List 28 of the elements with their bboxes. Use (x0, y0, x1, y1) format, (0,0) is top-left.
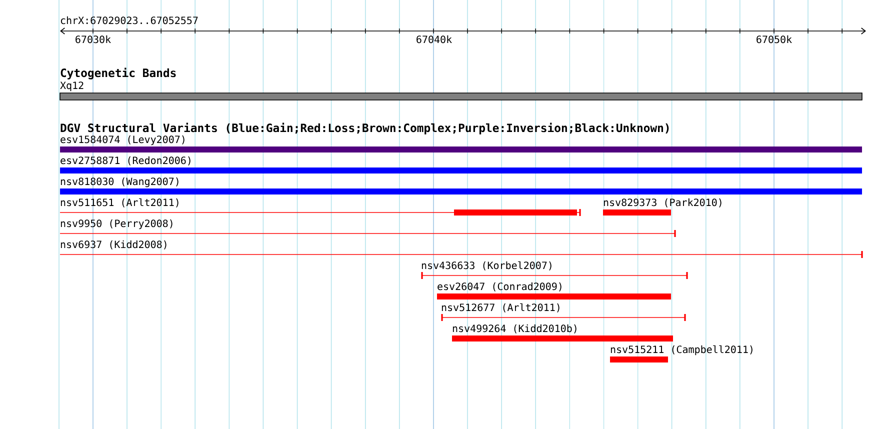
track-title: DGV Structural Variants (Blue:Gain;Red:Loss;Brown:Complex;Purple:Inversion;Black:Unknown) (60, 122, 669, 134)
node-label: esv26047 (Conrad2009) (438, 282, 562, 292)
node-label: esv2758871 (Redon2006) (60, 156, 190, 166)
node-label: Xq12 (60, 82, 84, 92)
node-label: nsv515211 (Campbell2011) (610, 345, 752, 356)
variant-feature: nsv9950 (Perry2008) (60, 219, 676, 237)
node-label: esv1584074 (Levy2007) (60, 135, 184, 146)
tick-label: 67050k (756, 35, 792, 44)
variant-feature: nsv515211 (Campbell2011) (610, 345, 752, 362)
variant-feature: esv26047 (Conrad2009) (437, 282, 671, 300)
node-label: nsv499264 (Kidd2010b) (452, 324, 576, 334)
track-title: Cytogenetic Bands (60, 68, 176, 80)
variant-feature: nsv499264 (Kidd2010b) (452, 324, 673, 342)
coordinate-range: chrX:67029023..67052557 (60, 16, 198, 24)
tick-label: 67030k (76, 35, 111, 44)
variant-feature: Xq12 (60, 82, 862, 100)
node-label: nsv829373 (Park2010) (604, 198, 722, 208)
variant-feature: nsv829373 (Park2010) (603, 198, 722, 216)
variant-feature: nsv436633 (Korbel2007) (421, 261, 688, 279)
variant-feature: nsv511651 (Arlt2011) (60, 198, 581, 216)
variant-feature: nsv6937 (Kidd2008) (60, 240, 863, 258)
node-label: nsv818030 (Wang2007) (60, 177, 178, 188)
variant-feature: nsv818030 (Wang2007) (60, 177, 862, 194)
variant-feature: esv1584074 (Levy2007) (60, 135, 862, 152)
variant-feature: nsv512677 (Arlt2011) (441, 303, 686, 321)
tick-label: 67040k (416, 35, 452, 44)
node-label: nsv511651 (Arlt2011) (60, 198, 178, 208)
variant-feature: esv2758871 (Redon2006) (60, 156, 862, 174)
